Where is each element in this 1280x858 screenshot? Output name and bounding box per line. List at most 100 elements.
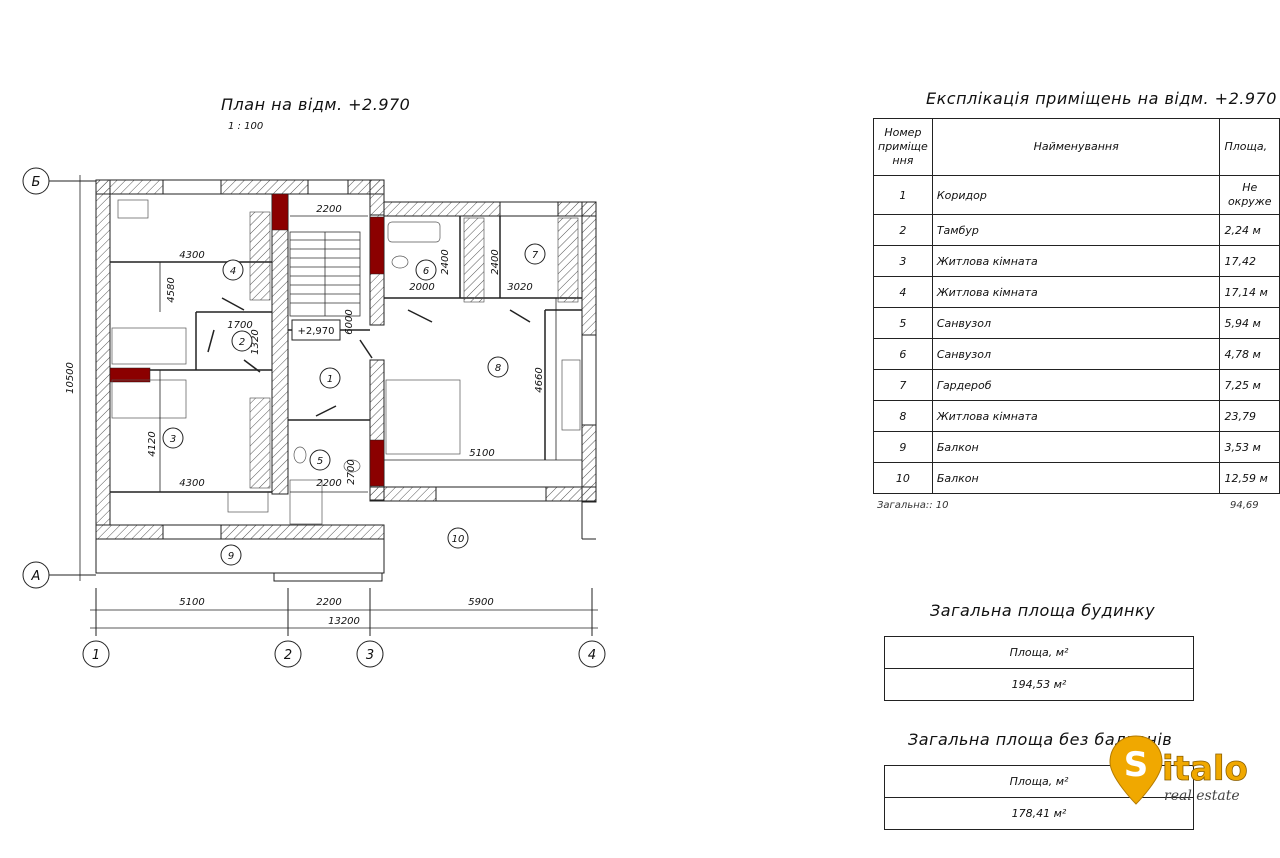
room-marker-7 bbox=[524, 243, 546, 265]
sink bbox=[343, 459, 361, 473]
door bbox=[315, 405, 337, 417]
axis-markers bbox=[22, 167, 606, 668]
wardrobe bbox=[557, 217, 579, 303]
toilet bbox=[391, 255, 409, 269]
shower bbox=[289, 479, 323, 525]
header-number: Номер приміще ння bbox=[873, 118, 933, 176]
bed bbox=[111, 379, 187, 419]
explication-table: Номер приміще ння Найменування Площа, 1 … bbox=[873, 118, 1280, 494]
table-row: 6 Санвузол 4,78 м bbox=[873, 338, 1280, 370]
cell-name: Гардероб bbox=[931, 369, 1221, 401]
wall-inner-2 bbox=[271, 193, 289, 495]
plan-title: План на відм. +2.970 bbox=[221, 95, 411, 114]
chimney bbox=[271, 193, 289, 231]
cell-name: Коридор bbox=[931, 175, 1221, 215]
explication-total-value: 94,69 bbox=[1230, 500, 1259, 511]
total-area-title: Загальна площа будинку bbox=[930, 601, 1156, 620]
toilet bbox=[293, 446, 307, 464]
room-marker-2 bbox=[231, 330, 253, 352]
desk bbox=[117, 199, 149, 219]
plan-scale: 1 : 100 bbox=[228, 121, 264, 132]
header-number-line: приміще bbox=[878, 140, 928, 153]
room-markers bbox=[162, 243, 546, 566]
dim-label: 2400 bbox=[440, 249, 451, 274]
cell-number: 5 bbox=[873, 307, 933, 339]
dim-label: 5100 bbox=[179, 597, 204, 608]
sitalo-logo: S italo real estate bbox=[1109, 735, 1248, 805]
dimension-labels: 5100 2200 5900 13200 10500 2200 4300 458… bbox=[65, 204, 545, 627]
dim-label: 2200 bbox=[316, 204, 341, 215]
cell-area: 5,94 м bbox=[1219, 307, 1280, 339]
dim-label: 4580 bbox=[166, 277, 177, 302]
table-row: 7 Гардероб 7,25 м bbox=[873, 369, 1280, 401]
wall-bottom-left bbox=[95, 524, 385, 540]
dim-label: 2400 bbox=[490, 249, 501, 274]
dim-label-total: 13200 bbox=[328, 616, 360, 627]
chimney bbox=[109, 367, 151, 383]
window bbox=[162, 524, 222, 540]
level-mark-box bbox=[291, 319, 341, 341]
doors bbox=[207, 297, 531, 417]
cell-number: 8 bbox=[873, 400, 933, 432]
door bbox=[207, 329, 215, 353]
total-area-value: 194,53 м² bbox=[885, 668, 1193, 700]
cell-number: 7 bbox=[873, 369, 933, 401]
axis-marker-4 bbox=[578, 640, 606, 668]
cell-area-line: Не bbox=[1242, 181, 1258, 194]
total-area-box: Площа, м² 194,53 м² bbox=[884, 636, 1194, 701]
total-area-header: Площа, м² bbox=[1009, 646, 1069, 659]
dim-label-left: 10500 bbox=[65, 362, 76, 394]
room-number: 5 bbox=[317, 456, 323, 467]
cell-name: Житлова кімната bbox=[931, 400, 1221, 432]
dim-label: 6000 bbox=[344, 309, 355, 334]
area-no-balcony-title: Загальна площа без балконів bbox=[908, 730, 1173, 749]
dim-label: 2700 bbox=[346, 459, 357, 484]
header-name: Найменування bbox=[931, 118, 1221, 176]
room-number: 6 bbox=[423, 266, 429, 277]
logo-pin-icon bbox=[1109, 735, 1163, 805]
room-number: 4 bbox=[230, 266, 236, 277]
cell-area-line: окруже bbox=[1227, 195, 1272, 208]
bed bbox=[385, 379, 461, 455]
room-number: 2 bbox=[239, 337, 245, 348]
room-marker-8 bbox=[487, 356, 509, 378]
dim-label: 2200 bbox=[316, 597, 341, 608]
room-marker-6 bbox=[415, 259, 437, 281]
dim-label: 1320 bbox=[250, 329, 261, 354]
chimney bbox=[369, 439, 385, 487]
cell-name: Житлова кімната bbox=[931, 245, 1221, 277]
door bbox=[407, 309, 433, 323]
room-number: 9 bbox=[228, 551, 234, 562]
window bbox=[581, 334, 597, 426]
door bbox=[509, 309, 531, 323]
axis-label-a: А bbox=[31, 569, 41, 584]
wardrobe bbox=[249, 397, 271, 489]
cell-area: 17,14 м bbox=[1219, 276, 1280, 308]
area-no-balcony-box: Площа, м² 178,41 м² bbox=[884, 765, 1194, 830]
logo-tagline: real estate bbox=[1164, 788, 1240, 804]
header-number-line: Номер bbox=[884, 126, 922, 139]
wall-left bbox=[95, 179, 111, 526]
floor-plan: Б А 1 2 3 4 5100 2200 5900 13200 10500 2… bbox=[22, 167, 606, 668]
wardrobe bbox=[463, 217, 485, 303]
cell-number: 10 bbox=[873, 462, 933, 494]
wardrobe bbox=[249, 211, 271, 301]
level-mark: +2,970 bbox=[291, 319, 341, 341]
room-number-labels: 4 2 3 1 5 6 7 8 9 10 bbox=[170, 250, 539, 562]
axis-marker-2 bbox=[274, 640, 302, 668]
explication-header-row: Номер приміще ння Найменування Площа, bbox=[873, 118, 1280, 176]
cell-number: 2 bbox=[873, 214, 933, 246]
cell-name: Санвузол bbox=[931, 307, 1221, 339]
window bbox=[162, 179, 222, 195]
balcony-9-rail bbox=[273, 572, 383, 582]
explication-title: Експлікація приміщень на відм. +2.970 bbox=[926, 89, 1277, 108]
cell-area: 23,79 bbox=[1219, 400, 1280, 432]
tv-stand bbox=[561, 359, 581, 431]
table-row: 10 Балкон 12,59 м bbox=[873, 462, 1280, 494]
staircase bbox=[289, 231, 361, 317]
dimension-lines bbox=[79, 175, 598, 629]
cell-name: Тамбур bbox=[931, 214, 1221, 246]
table-row: 9 Балкон 3,53 м bbox=[873, 431, 1280, 463]
cell-area: 2,24 м bbox=[1219, 214, 1280, 246]
table-row: 1 Коридор Не окруже bbox=[873, 175, 1280, 215]
